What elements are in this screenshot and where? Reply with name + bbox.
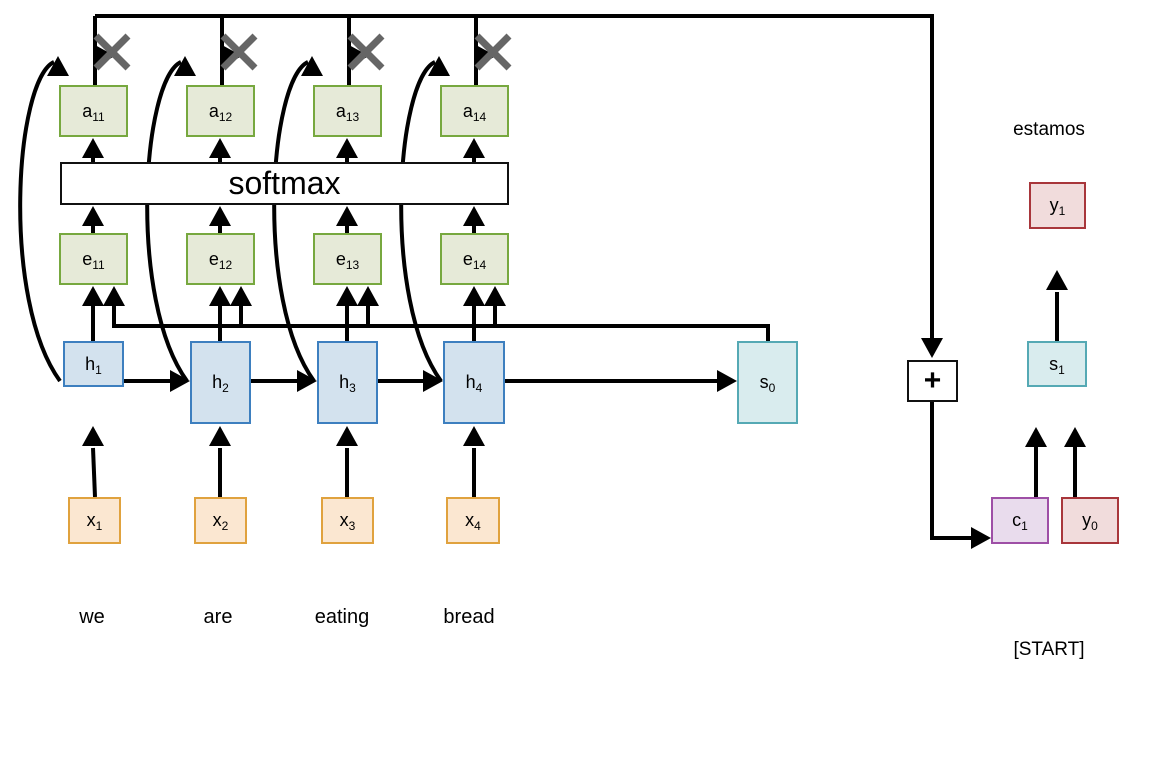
e12-label: e12: [208, 248, 233, 272]
attention-weight-a12: a12: [186, 85, 255, 137]
arrowhead-curve-h4: [428, 56, 450, 76]
arrowhead-plus-to-c1: [971, 527, 991, 549]
x1-label: x1: [86, 510, 103, 533]
arrowhead-x4-to-h4: [463, 426, 485, 446]
arrowhead-h3-to-e3: [336, 286, 358, 306]
arrow-x1-to-h1: [91, 447, 97, 498]
attention-weight-a13: a13: [313, 85, 382, 137]
attention-weight-a14: a14: [440, 85, 509, 137]
plus-label: +: [923, 364, 942, 397]
arrowhead-e2-to-softmax: [209, 206, 231, 226]
input-x1: x1: [68, 497, 121, 544]
x2-label: x2: [212, 510, 229, 533]
softmax-label: softmax: [228, 165, 341, 201]
e11-label: e11: [82, 248, 105, 272]
hidden-state-h1: h1: [63, 341, 124, 387]
output-word: estamos: [1013, 119, 1085, 140]
arrowhead-h2-to-e2: [209, 286, 231, 306]
output-y1: y1: [1029, 182, 1086, 229]
top-bus-line: [95, 14, 934, 338]
context-c1: c1: [991, 497, 1049, 544]
arrowhead-h2-to-h3: [297, 370, 317, 392]
curve-h1-to-a1: [18, 60, 62, 383]
y1-label: y1: [1049, 195, 1066, 218]
x-mark-3-b: [347, 33, 385, 71]
h4-label: h4: [465, 372, 483, 395]
hidden-state-h2: h2: [190, 341, 251, 424]
h3-label: h3: [339, 372, 356, 395]
curve-h3-to-a3: [272, 60, 316, 383]
arrowhead-e1-to-softmax: [82, 206, 104, 226]
input-x4: x4: [446, 497, 500, 544]
a12-label: a12: [208, 100, 233, 124]
arrowhead-softmax-to-a3: [336, 138, 358, 158]
arrowhead-softmax-to-a1: [82, 138, 104, 158]
input-x3: x3: [321, 497, 374, 544]
e14-label: e14: [462, 248, 487, 272]
x4-label: x4: [465, 510, 481, 533]
arrowhead-e4-to-softmax: [463, 206, 485, 226]
energy-e12: e12: [186, 233, 255, 285]
a11-label: a11: [82, 100, 105, 124]
attention-weight-a11: a11: [59, 85, 128, 137]
a14-label: a14: [462, 100, 487, 124]
arrowhead-curve-h2: [174, 56, 196, 76]
input-x2: x2: [194, 497, 247, 544]
decoder-state-s0: s0: [737, 341, 798, 424]
x-mark-1-b: [93, 33, 131, 71]
hidden-state-h4: h4: [443, 341, 505, 424]
y0-label: y0: [1082, 510, 1098, 533]
arrowhead-s0-to-e1: [103, 286, 125, 306]
arrowhead-curve-h3: [301, 56, 323, 76]
arrowhead-y0-to-s1: [1064, 427, 1086, 447]
arrowhead-x1-to-h1: [82, 426, 104, 446]
arrowhead-h1-to-h2: [170, 370, 190, 392]
hidden-state-h3: h3: [317, 341, 378, 424]
arrowhead-s0-to-e2: [230, 286, 252, 306]
arrowhead-e3-to-softmax: [336, 206, 358, 226]
curve-h4-to-a4: [399, 60, 443, 383]
h2-label: h2: [212, 372, 229, 395]
arrowhead-s0-to-e4: [484, 286, 506, 306]
curve-h2-to-a2: [145, 60, 189, 383]
x-mark-2-b: [220, 33, 258, 71]
arrowhead-s0-to-e3: [357, 286, 379, 306]
arrowhead-h1-to-e1: [82, 286, 104, 306]
e13-label: e13: [335, 248, 360, 272]
arrowhead-s1-to-y1: [1046, 270, 1068, 290]
x-mark-4-b: [474, 33, 512, 71]
start-token: [START]: [1013, 639, 1085, 660]
c1-label: c1: [1012, 510, 1028, 533]
arrowhead-x3-to-h3: [336, 426, 358, 446]
word-eating: eating: [314, 606, 370, 628]
softmax-box: softmax: [60, 162, 509, 205]
arrowhead-softmax-to-a4: [463, 138, 485, 158]
h1-label: h1: [85, 353, 102, 377]
word-we: we: [79, 606, 105, 628]
arrowhead-h4-to-s0: [717, 370, 737, 392]
arrowhead-curve-h1: [47, 56, 69, 76]
arrowhead-h3-to-h4: [423, 370, 443, 392]
arrowhead-h4-to-e4: [463, 286, 485, 306]
s0-feed-line: [112, 308, 770, 341]
plus-node: +: [907, 360, 958, 402]
word-are: are: [203, 606, 233, 628]
arrowhead-c1-to-s1: [1025, 427, 1047, 447]
energy-e13: e13: [313, 233, 382, 285]
x3-label: x3: [339, 510, 356, 533]
input-y0: y0: [1061, 497, 1119, 544]
arrowhead-x2-to-h2: [209, 426, 231, 446]
a13-label: a13: [335, 100, 360, 124]
s1-label: s1: [1049, 353, 1065, 377]
arrow-plus-to-c1: [930, 402, 971, 540]
arrowhead-bus-to-plus: [921, 338, 943, 358]
energy-e11: e11: [59, 233, 128, 285]
word-bread: bread: [443, 606, 495, 628]
energy-e14: e14: [440, 233, 509, 285]
decoder-state-s1: s1: [1027, 341, 1087, 387]
s0-label: s0: [759, 372, 776, 395]
arrowhead-softmax-to-a2: [209, 138, 231, 158]
